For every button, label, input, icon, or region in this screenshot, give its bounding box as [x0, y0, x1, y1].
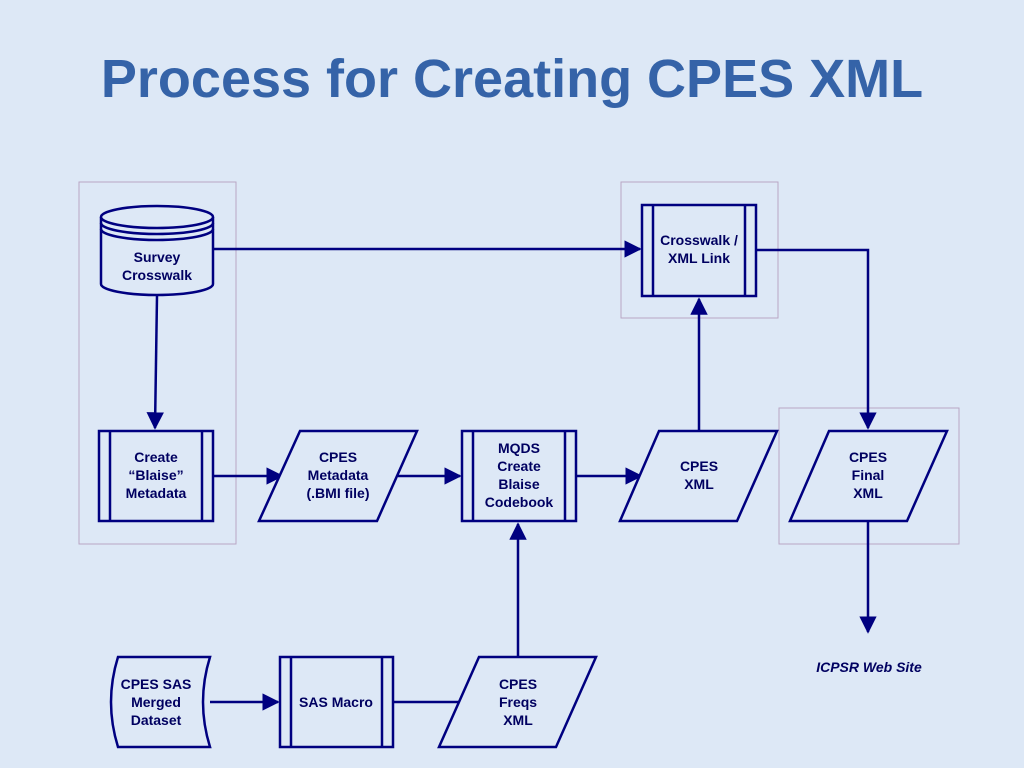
arrow-crosswalk-to-create	[146, 295, 164, 430]
sas-macro-label: SAS Macro	[299, 694, 373, 710]
cpes-final-label-2: Final	[852, 467, 885, 483]
cpes-metadata-label-3: (.BMI file)	[307, 485, 370, 501]
cpes-freqs-label-3: XML	[503, 712, 533, 728]
cpes-metadata-label-2: Metadata	[308, 467, 369, 483]
create-blaise-label-2: “Blaise”	[128, 467, 183, 483]
cpes-metadata-node: CPES Metadata (.BMI file)	[257, 429, 419, 523]
sas-dataset-label-2: Merged	[131, 694, 181, 710]
sas-dataset-label-1: CPES SAS	[121, 676, 192, 692]
cpes-freqs-label-2: Freqs	[499, 694, 537, 710]
create-blaise-metadata-node: Create “Blaise” Metadata	[97, 429, 215, 523]
survey-crosswalk-node: Survey Crosswalk	[99, 204, 215, 297]
cpes-final-label-1: CPES	[849, 449, 887, 465]
create-blaise-label-3: Metadata	[126, 485, 187, 501]
cpes-xml-label-2: XML	[684, 476, 714, 492]
mqds-label-2: Create	[497, 458, 541, 474]
create-blaise-label-1: Create	[134, 449, 178, 465]
arrow-link-to-final	[757, 248, 877, 430]
cpes-xml-node: CPES XML	[618, 429, 779, 523]
page-title: Process for Creating CPES XML	[100, 49, 924, 109]
cpes-freqs-label-1: CPES	[499, 676, 537, 692]
group-box-left	[78, 181, 237, 545]
icpsr-web-site-label: ICPSR Web Site	[816, 659, 922, 675]
survey-crosswalk-label-2: Crosswalk	[122, 267, 192, 283]
cpes-final-label-3: XML	[853, 485, 883, 501]
cpes-final-xml-node: CPES Final XML	[788, 429, 949, 523]
cpes-sas-dataset-node: CPES SAS Merged Dataset	[109, 655, 212, 749]
sas-dataset-label-3: Dataset	[131, 712, 182, 728]
cpes-xml-label-1: CPES	[680, 458, 718, 474]
mqds-codebook-node: MQDS Create Blaise Codebook	[460, 429, 578, 523]
cpes-metadata-label-1: CPES	[319, 449, 357, 465]
survey-crosswalk-label-1: Survey	[134, 249, 181, 265]
crosswalk-link-node: Crosswalk / XML Link	[640, 203, 758, 298]
crosswalk-link-label-1: Crosswalk /	[660, 232, 738, 248]
cpes-freqs-xml-node: CPES Freqs XML	[437, 655, 598, 749]
mqds-label-4: Codebook	[485, 494, 554, 510]
mqds-label-1: MQDS	[498, 440, 540, 456]
sas-macro-node: SAS Macro	[278, 655, 395, 749]
mqds-label-3: Blaise	[498, 476, 539, 492]
crosswalk-link-label-2: XML Link	[668, 250, 730, 266]
